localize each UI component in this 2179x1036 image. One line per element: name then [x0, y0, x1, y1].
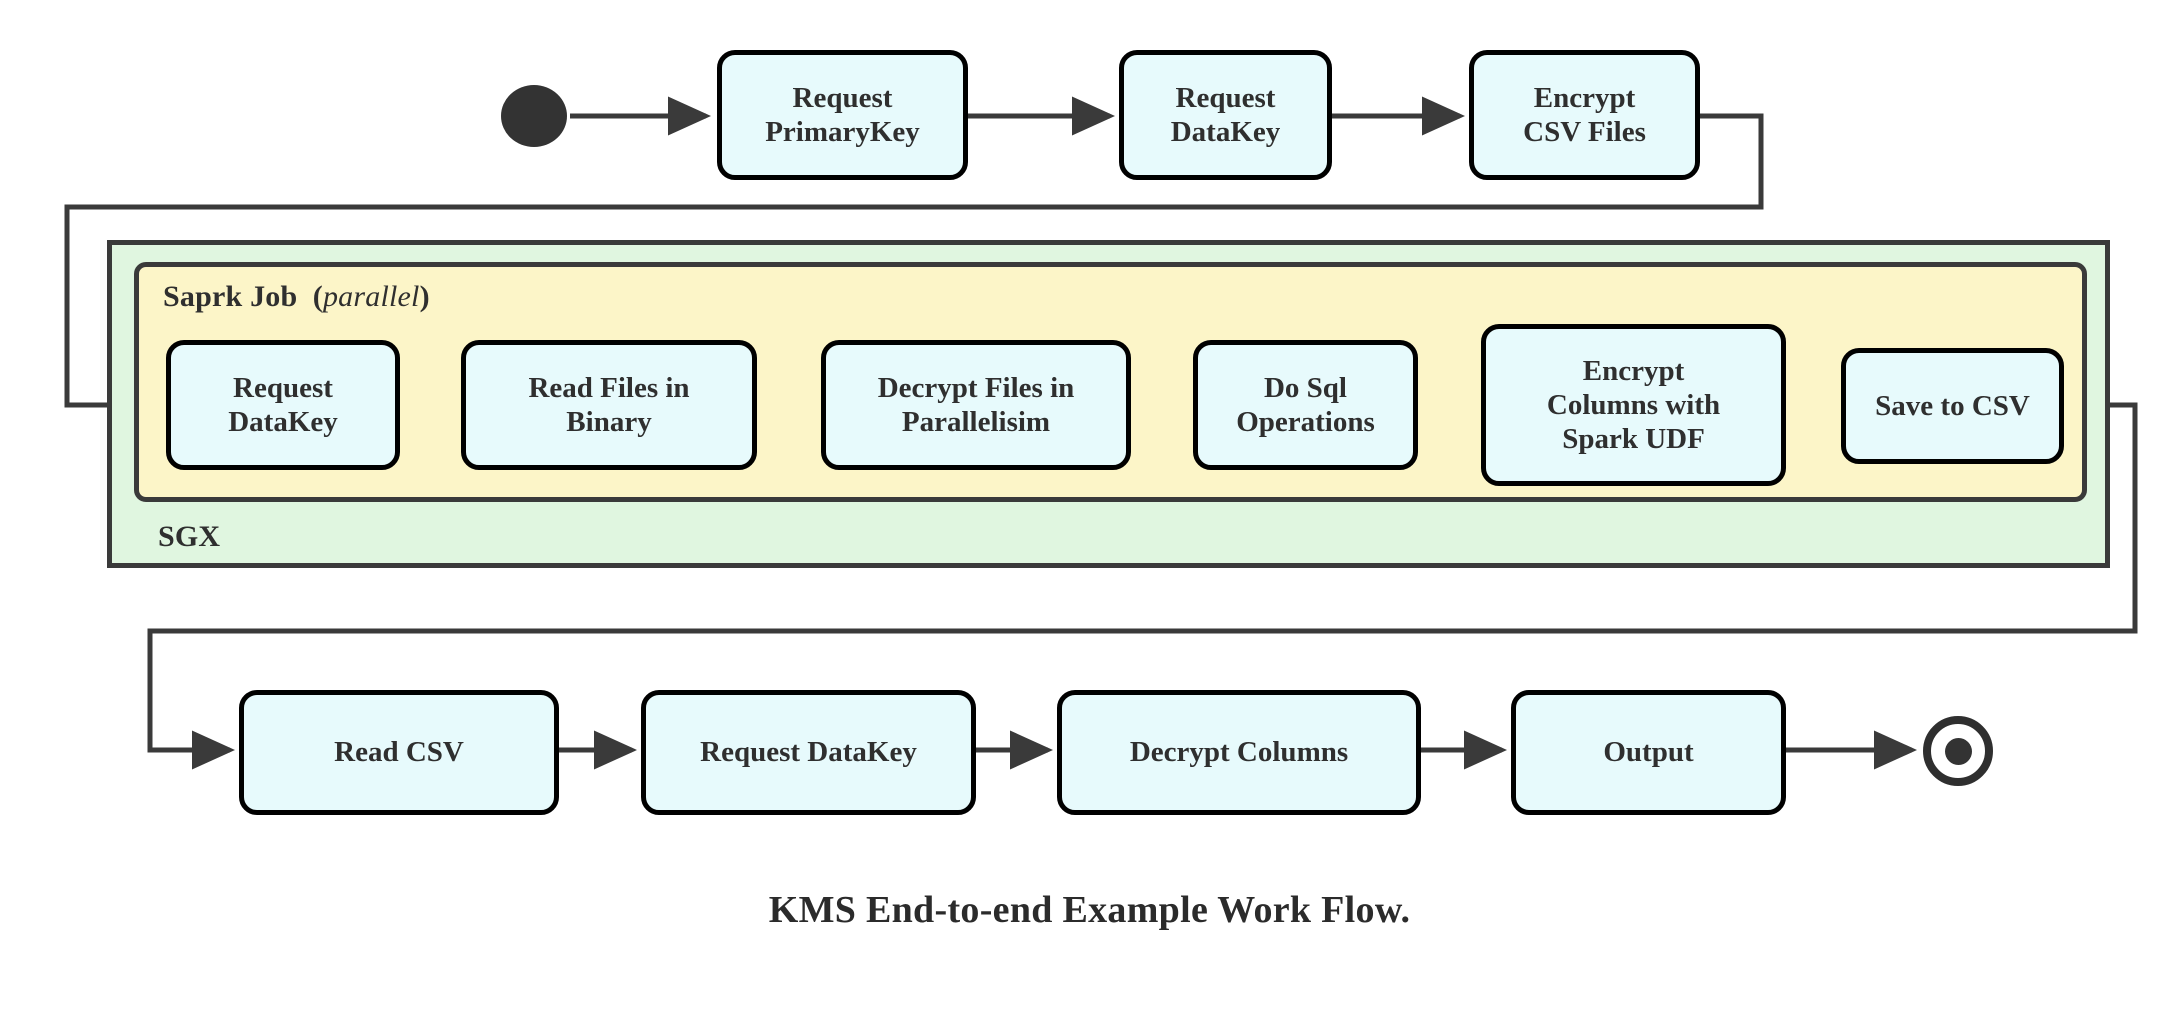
diagram-caption: KMS End-to-end Example Work Flow.	[768, 889, 1411, 931]
spark-job-paren-open: (	[312, 280, 323, 313]
node-read-csv[interactable]: Read CSV	[239, 690, 559, 815]
node-decrypt-files-in-parallelisim[interactable]: Decrypt Files in Parallelisim	[821, 340, 1131, 470]
node-save-to-csv[interactable]: Save to CSV	[1841, 348, 2064, 464]
node-request-datakey-bottom[interactable]: Request DataKey	[641, 690, 976, 815]
node-decrypt-columns[interactable]: Decrypt Columns	[1057, 690, 1421, 815]
spark-job-label-italic: parallel	[322, 280, 420, 313]
sgx-label: SGX	[158, 520, 220, 554]
node-output[interactable]: Output	[1511, 690, 1786, 815]
node-encrypt-columns-with-spark-udf[interactable]: Encrypt Columns with Spark UDF	[1481, 324, 1786, 486]
spark-job-label: Saprk Job (parallel)	[163, 280, 430, 314]
node-encrypt-csv-files[interactable]: Encrypt CSV Files	[1469, 50, 1700, 180]
node-request-datakey-spark[interactable]: Request DataKey	[166, 340, 400, 470]
end-node	[1923, 716, 1993, 786]
node-read-files-in-binary[interactable]: Read Files in Binary	[461, 340, 757, 470]
node-request-primarykey[interactable]: Request PrimaryKey	[717, 50, 968, 180]
node-request-datakey-top[interactable]: Request DataKey	[1119, 50, 1332, 180]
start-node	[501, 85, 567, 147]
node-do-sql-operations[interactable]: Do Sql Operations	[1193, 340, 1418, 470]
spark-job-label-bold: Saprk Job	[163, 280, 298, 313]
sgx-label-text: SGX	[158, 520, 221, 553]
spark-job-paren-close: )	[419, 280, 430, 313]
end-node-inner-dot	[1944, 737, 1972, 765]
